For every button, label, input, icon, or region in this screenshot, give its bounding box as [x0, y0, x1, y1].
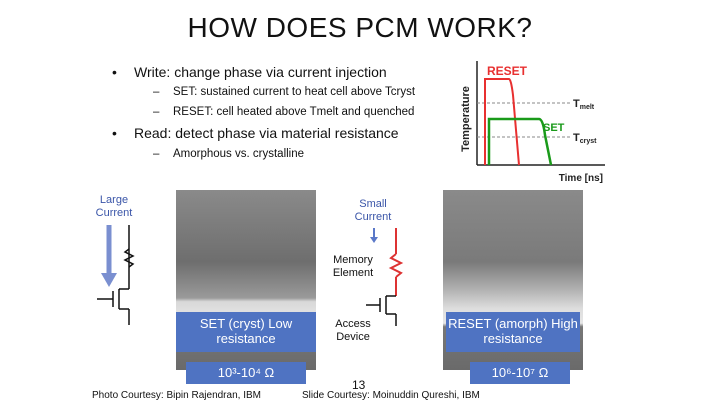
set-range-box: 10³-10⁴ Ω — [186, 362, 306, 384]
set-caption-box: SET (cryst) Low resistance — [176, 312, 316, 352]
tcryst-label: Tcryst — [573, 132, 597, 145]
memory-element-resistor — [388, 253, 404, 278]
page-number: 13 — [352, 378, 366, 392]
set-label: SET — [543, 122, 565, 134]
sub-bullet-set: –SET: sustained current to heat cell abo… — [153, 86, 416, 98]
sub-bullet-set-text: SET: sustained current to heat cell abov… — [173, 86, 416, 98]
reset-label: RESET — [487, 64, 528, 78]
large-current-label: Large Current — [95, 194, 133, 219]
graph-ylabel: Temperature — [460, 86, 472, 152]
bullet-write-text: Write: change phase via current injectio… — [134, 64, 387, 80]
reset-pulse — [484, 78, 520, 166]
reset-caption-box: RESET (amorph) High resistance — [446, 312, 580, 352]
footer-photo-courtesy: Photo Courtesy: Bipin Rajendran, IBM — [92, 390, 261, 401]
footer-slide-courtesy: Slide Courtesy: Moinuddin Qureshi, IBM — [302, 390, 480, 401]
sub-bullet-reset: –RESET: cell heated above Tmelt and quen… — [153, 106, 415, 118]
small-current-label: Small Current — [354, 198, 392, 223]
temperature-time-graph: Temperature RESET SET Tmelt Tcryst Time … — [460, 61, 605, 184]
bullet-read-text: Read: detect phase via material resistan… — [134, 125, 399, 141]
small-current-arrow-head — [370, 237, 378, 243]
large-current-arrow-head — [101, 273, 117, 287]
sub-bullet-phase: –Amorphous vs. crystalline — [153, 148, 305, 160]
graph-xlabel: Time [ns] — [559, 173, 603, 184]
large-current-circuit — [97, 225, 135, 325]
tmelt-label: Tmelt — [573, 98, 595, 111]
sub-bullet-phase-text: Amorphous vs. crystalline — [173, 148, 305, 160]
bullet-write: •Write: change phase via current injecti… — [112, 64, 387, 80]
access-device-label: Access Device — [335, 318, 371, 343]
sub-bullet-reset-text: RESET: cell heated above Tmelt and quenc… — [173, 106, 415, 118]
bullet-read: •Read: detect phase via material resista… — [112, 125, 399, 141]
reset-range-box: 10⁶-10⁷ Ω — [470, 362, 570, 384]
small-current-circuit — [366, 228, 404, 326]
slide-title: HOW DOES PCM WORK? — [187, 12, 533, 43]
set-pulse — [487, 117, 553, 166]
left-resistor — [123, 248, 135, 268]
memory-element-label: Memory Element — [332, 254, 374, 279]
